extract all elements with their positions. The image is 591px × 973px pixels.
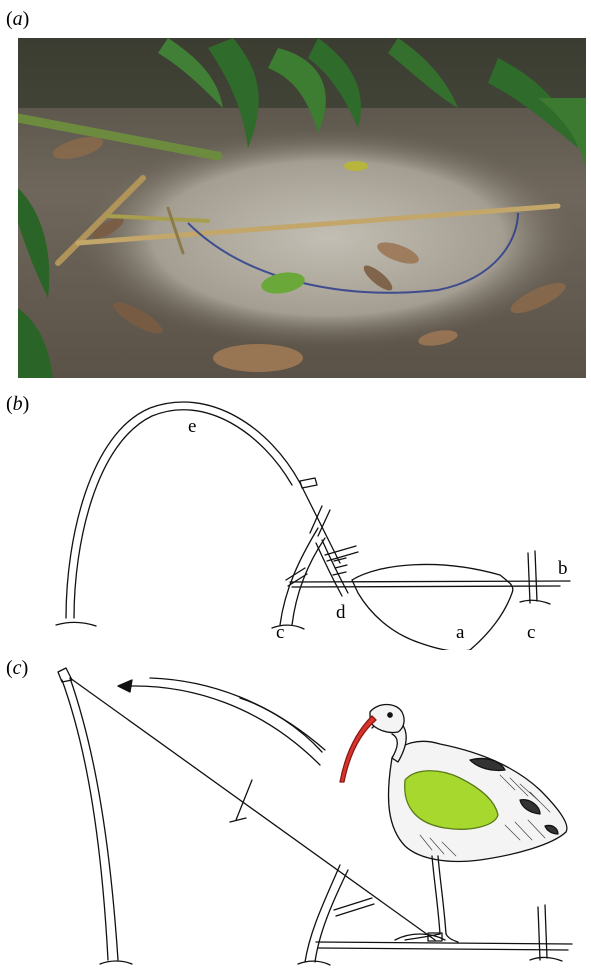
- bird-snare-illustration: [0, 650, 591, 968]
- noose-loop: [352, 564, 513, 650]
- panel-a-label: (a): [6, 8, 29, 31]
- label-c-left: c: [276, 622, 284, 643]
- label-b: b: [558, 558, 568, 579]
- label-a: a: [456, 622, 465, 643]
- snare-diagram: e b d c a c: [0, 388, 591, 650]
- ibis-bird: [340, 705, 567, 943]
- bent-sapling: [66, 402, 340, 618]
- label-c-right: c: [527, 622, 535, 643]
- red-bill: [340, 716, 376, 782]
- snare-photo: [18, 38, 586, 378]
- right-stake: [528, 551, 537, 603]
- label-e: e: [188, 416, 196, 437]
- released-sapling: [62, 678, 118, 960]
- cross-bar: [290, 581, 570, 587]
- label-d: d: [336, 602, 346, 623]
